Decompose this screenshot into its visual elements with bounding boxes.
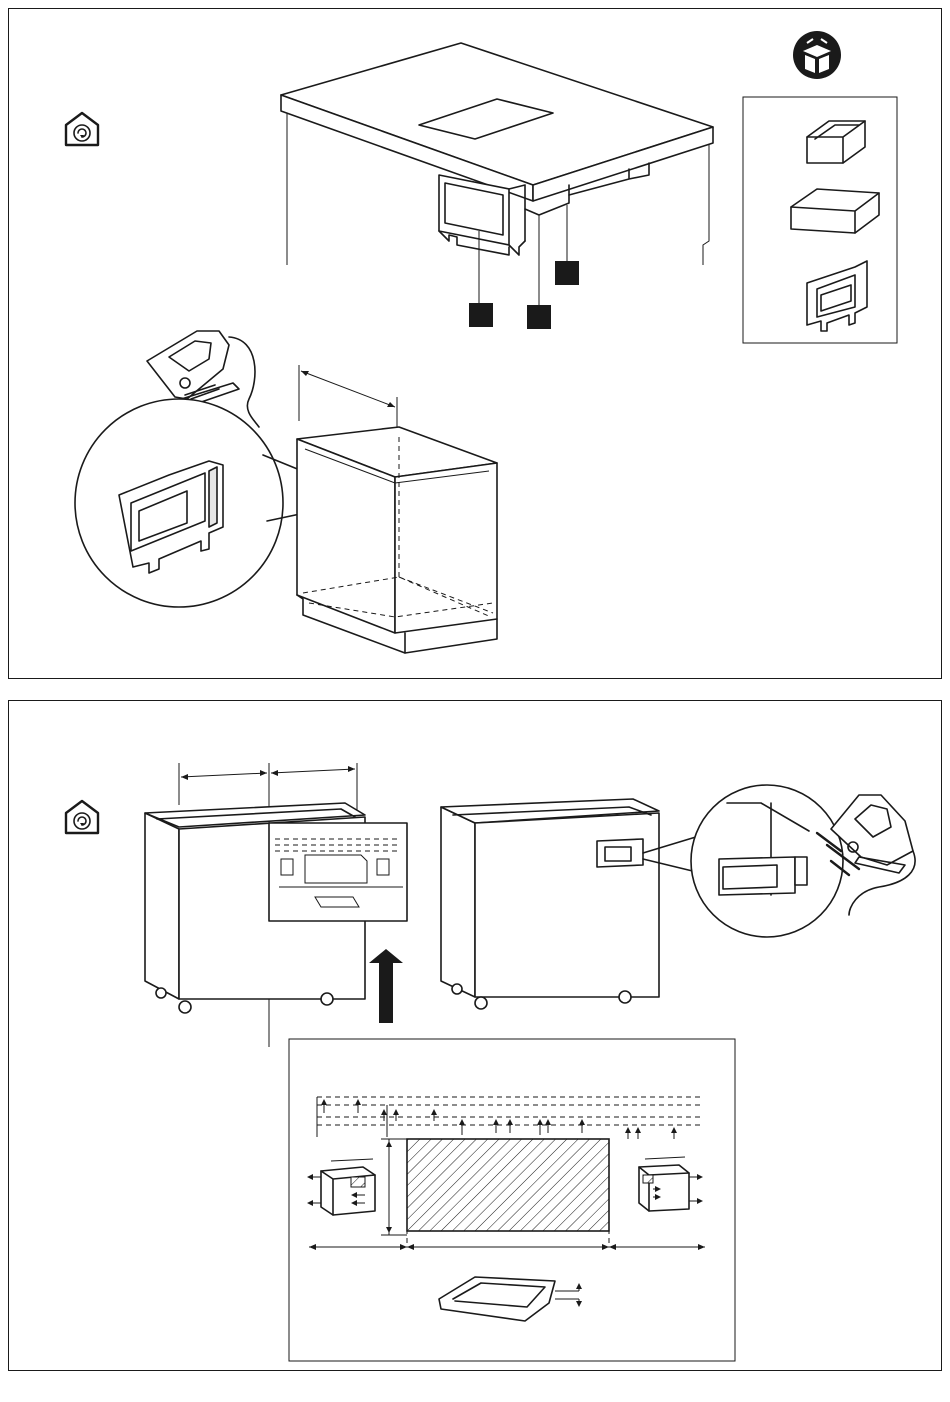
- ventilation-house-icon: [66, 801, 98, 833]
- figure-1-drawing: [9, 9, 943, 680]
- figure-2-panel: [8, 700, 942, 1371]
- accessory-box: [743, 97, 897, 343]
- base-cabinet: [297, 365, 497, 653]
- template-detail-box: [289, 1039, 735, 1361]
- flat-duct-piece: [791, 189, 879, 233]
- cabinet-flange: [807, 261, 867, 331]
- left-mini-cabinet: [307, 1159, 375, 1215]
- flange-outline: [439, 1277, 582, 1321]
- accessories-box-icon: [793, 31, 841, 79]
- marker-c: [555, 261, 579, 285]
- cutout-area: [407, 1139, 609, 1231]
- figure-2-drawing: [9, 701, 943, 1372]
- mounting-template-overlay: [269, 823, 407, 921]
- figure-1-panel: [8, 8, 942, 679]
- detail-magnifier: [643, 785, 843, 937]
- marker-a: [469, 303, 493, 327]
- duct-adapter: [807, 121, 865, 163]
- ventilation-house-icon: [66, 113, 98, 145]
- right-mini-cabinet: [639, 1157, 703, 1211]
- up-arrow-icon: [369, 949, 403, 1023]
- marker-b: [527, 305, 551, 329]
- right-cabinet: [441, 799, 659, 1009]
